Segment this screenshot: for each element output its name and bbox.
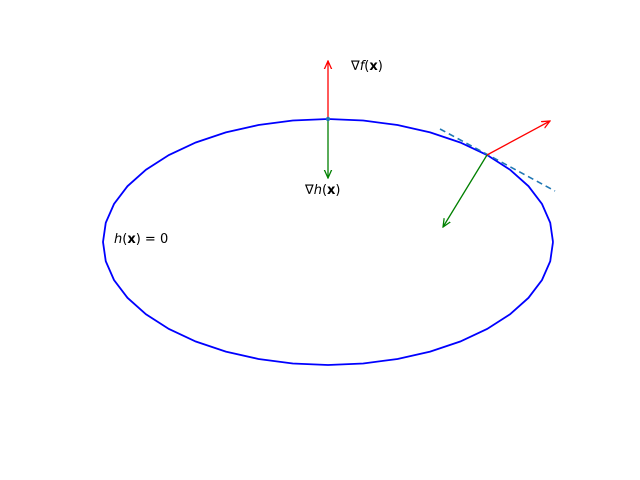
constraint-label: h(x) = 0 <box>114 232 168 247</box>
grad-f-arrow-side <box>486 121 550 156</box>
grad-h-label: ∇h(x) <box>304 183 341 198</box>
top-point <box>325 116 331 122</box>
grad-h-arrow-side <box>443 154 488 227</box>
constraint-ellipse <box>102 118 554 366</box>
tangent-line <box>439 128 556 192</box>
grad-f-label: ∇f(x) <box>350 59 383 74</box>
